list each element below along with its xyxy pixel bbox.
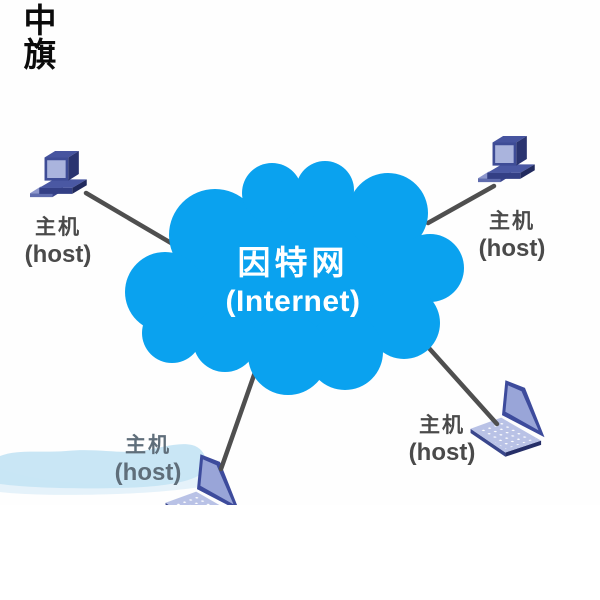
link-top-right xyxy=(425,183,497,226)
host-label-en: (host) xyxy=(478,235,546,262)
host-label-cn: 主机 xyxy=(489,210,535,233)
host-bottom-right xyxy=(470,380,545,457)
logo-char: 旗 xyxy=(23,35,57,74)
host-label-bottom-left: 主机 (host) xyxy=(115,433,182,486)
logo-char: 中 xyxy=(23,1,57,40)
desktop-computer-icon xyxy=(30,150,87,198)
host-label-en: (host) xyxy=(114,459,182,486)
host-top-right xyxy=(478,135,535,183)
internet-cloud xyxy=(125,161,464,395)
water-band xyxy=(0,444,206,495)
host-label-bottom-right: 主机 (host) xyxy=(409,413,476,466)
zhongqi-logo: 中 旗 xyxy=(18,4,62,72)
host-bottom-left xyxy=(165,454,238,505)
laptop-icon xyxy=(470,380,545,457)
host-label-cn: 主机 xyxy=(125,434,171,457)
host-top-left xyxy=(30,150,87,198)
host-label-en: (host) xyxy=(408,439,476,466)
cloud-label-cn: 因特网 xyxy=(237,244,349,281)
desktop-computer-icon xyxy=(478,135,535,183)
link-bottom-left xyxy=(218,355,263,472)
host-label-cn: 主机 xyxy=(35,216,81,239)
host-label-top-left: 主机 (host) xyxy=(25,215,92,268)
network-diagram-svg xyxy=(0,135,545,505)
laptop-icon xyxy=(165,454,238,505)
diagram-frame: 因特网 (Internet) 主机 (host) 主机 (host) 主机 (h… xyxy=(0,3,546,505)
host-label-cn: 主机 xyxy=(419,414,465,437)
host-label-en: (host) xyxy=(24,241,92,268)
host-label-top-right: 主机 (host) xyxy=(479,209,546,262)
cloud-label-en: (Internet) xyxy=(225,285,361,318)
cloud-label: 因特网 (Internet) xyxy=(143,243,443,320)
